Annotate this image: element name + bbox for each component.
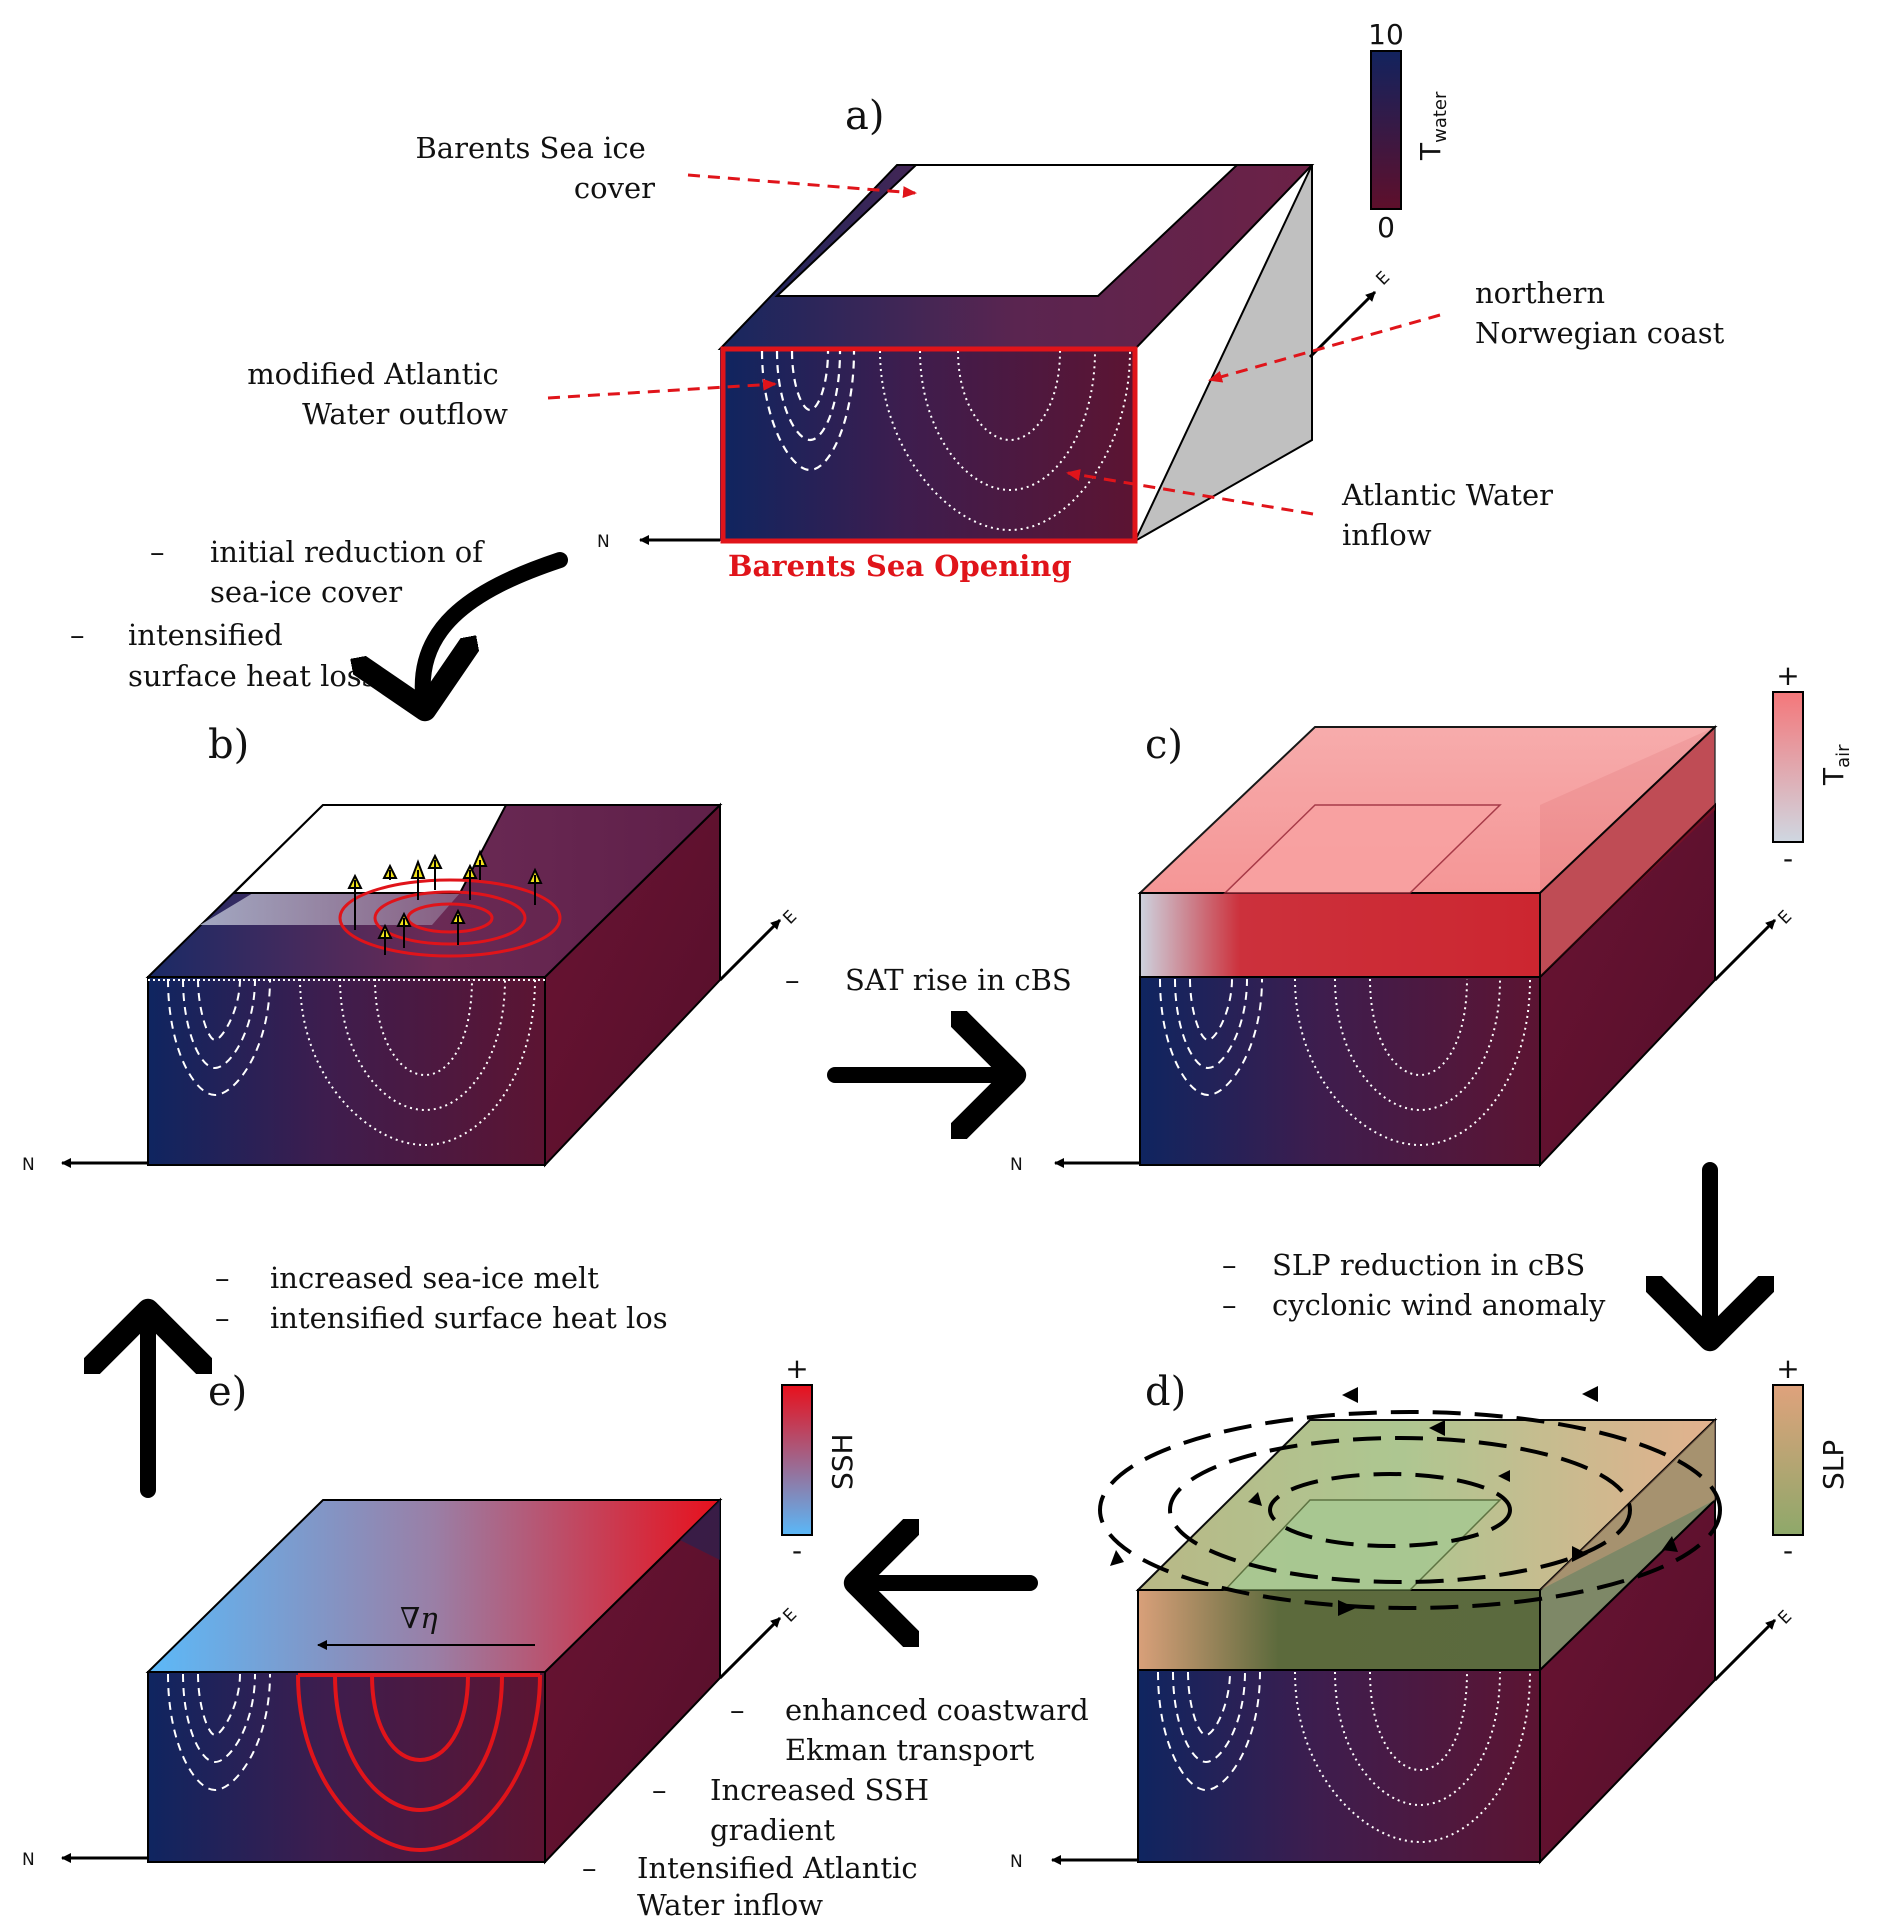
svg-text:SAT rise in cBS: SAT rise in cBS	[845, 963, 1072, 997]
panel-e-front-face	[147, 1671, 546, 1863]
panel-a-front-face	[720, 349, 1135, 541]
svg-text:–: –	[785, 963, 800, 997]
svg-text:–: –	[1222, 1248, 1237, 1282]
svg-text:E: E	[779, 1605, 801, 1627]
svg-text:N: N	[1010, 1852, 1023, 1872]
svg-text:E: E	[1774, 907, 1796, 929]
svg-text:Twater: Twater	[1414, 91, 1451, 161]
svg-text:Water inflow: Water inflow	[637, 1888, 823, 1920]
svg-text:0: 0	[1377, 211, 1395, 244]
svg-text:–: –	[1222, 1288, 1237, 1322]
panel-e: e) ∇η N E + - SSH	[22, 1352, 859, 1870]
svg-text:–: –	[215, 1301, 230, 1335]
svg-text:E: E	[1774, 1607, 1796, 1629]
callout-arrows	[547, 173, 1441, 516]
svg-text:+: +	[785, 1352, 808, 1385]
svg-text:enhanced coastward: enhanced coastward	[785, 1693, 1089, 1727]
bso-label: Barents Sea Opening	[728, 549, 1072, 583]
svg-text:-: -	[1783, 1534, 1793, 1567]
svg-text:intensified: intensified	[128, 618, 283, 652]
panel-b-label: b)	[208, 722, 249, 768]
svg-text:–: –	[215, 1261, 230, 1295]
ssh-gradient-label: ∇η	[400, 1601, 438, 1635]
step-d-to-e: – enhanced coastward Ekman transport – I…	[582, 1693, 1089, 1920]
panel-a-sea-ice	[774, 164, 1240, 297]
panel-b: b)	[22, 722, 801, 1175]
svg-text:Increased SSH: Increased SSH	[710, 1773, 929, 1807]
inflow-contours	[879, 350, 1131, 532]
panel-c: c) N E + - Tair	[1010, 659, 1854, 1175]
svg-text:SSH: SSH	[826, 1433, 859, 1490]
svg-text:initial reduction of: initial reduction of	[210, 535, 485, 569]
svg-text:N: N	[1010, 1155, 1023, 1175]
heat-flux-arrows	[347, 849, 543, 955]
step-b-to-c: – SAT rise in cBS	[785, 963, 1072, 997]
svg-text:gradient: gradient	[710, 1813, 835, 1847]
ssh-colorbar: + - SSH	[781, 1352, 859, 1567]
panel-a: N E a) Barents Sea ice cover northern No…	[247, 18, 1724, 583]
outflow-callout: modified Atlantic Water outflow	[247, 357, 508, 431]
outflow-contours	[760, 350, 856, 472]
sea-ice-callout: Barents Sea ice cover	[416, 131, 656, 205]
panel-c-label: c)	[1145, 722, 1183, 768]
inflow-callout: Atlantic Water inflow	[1341, 478, 1562, 552]
svg-text:–: –	[150, 535, 165, 569]
svg-text:Ekman transport: Ekman transport	[785, 1733, 1035, 1767]
coast-callout: northern Norwegian coast	[1475, 276, 1725, 350]
wind-arrowheads	[1110, 1386, 1678, 1616]
svg-text:increased sea-ice melt: increased sea-ice melt	[270, 1261, 599, 1295]
panel-b-outflow-contours	[167, 978, 271, 1097]
step-a-to-b: – initial reduction of sea-ice cover – i…	[70, 535, 485, 693]
svg-text:10: 10	[1368, 18, 1404, 51]
panel-a-north-label: N	[597, 532, 610, 552]
slp-colorbar: + - SLP	[1772, 1352, 1850, 1567]
heat-anomaly-ellipses	[338, 878, 562, 958]
svg-text:+: +	[1776, 659, 1799, 692]
t-air-colorbar: + - Tair	[1772, 659, 1854, 875]
panel-e-label: e)	[208, 1369, 247, 1415]
svg-text:–: –	[582, 1851, 597, 1885]
panel-a-east-label: E	[1372, 268, 1394, 290]
svg-text:Tair: Tair	[1817, 744, 1854, 786]
panel-c-front-face	[1139, 976, 1541, 1166]
intensified-inflow-contours	[296, 1673, 542, 1853]
svg-text:Intensified Atlantic: Intensified Atlantic	[637, 1851, 918, 1885]
svg-text:–: –	[70, 618, 85, 652]
panel-b-inflow-contours	[299, 978, 536, 1147]
svg-text:sea-ice cover: sea-ice cover	[210, 575, 402, 609]
barents-sea-opening-box	[720, 346, 1138, 544]
panel-b-front-face	[147, 976, 546, 1166]
svg-text:-: -	[1783, 842, 1793, 875]
svg-text:surface heat loss: surface heat loss	[128, 659, 377, 693]
t-water-colorbar: 10 0 Twater	[1368, 18, 1451, 244]
svg-text:-: -	[792, 1534, 802, 1567]
svg-text:SLP reduction in cBS: SLP reduction in cBS	[1272, 1248, 1585, 1282]
panel-a-coast-face	[1132, 164, 1313, 544]
panel-b-sea-ice	[231, 804, 508, 894]
panel-c-air-front	[1139, 892, 1541, 978]
step-c-to-d: – SLP reduction in cBS – cyclonic wind a…	[1222, 1248, 1606, 1322]
svg-text:cyclonic wind anomaly: cyclonic wind anomaly	[1272, 1288, 1606, 1322]
svg-text:–: –	[652, 1773, 667, 1807]
svg-text:N: N	[22, 1850, 35, 1870]
svg-text:+: +	[1776, 1352, 1799, 1385]
panel-d-front-face	[1137, 1669, 1541, 1863]
curved-arrow-a-to-b	[423, 552, 568, 710]
panel-d: d)	[1010, 1352, 1850, 1872]
cyclonic-wind-anomaly	[1098, 1410, 1722, 1610]
svg-text:SLP: SLP	[1817, 1440, 1850, 1490]
svg-text:E: E	[779, 907, 801, 929]
panel-a-label: a)	[845, 93, 884, 139]
panel-c-ice-outline	[1223, 804, 1502, 894]
svg-text:N: N	[22, 1155, 35, 1175]
svg-text:–: –	[730, 1693, 745, 1727]
step-e-to-b: – increased sea-ice melt – intensified s…	[215, 1261, 668, 1335]
panel-d-label: d)	[1145, 1369, 1186, 1415]
svg-text:intensified surface heat los: intensified surface heat los	[270, 1301, 668, 1335]
